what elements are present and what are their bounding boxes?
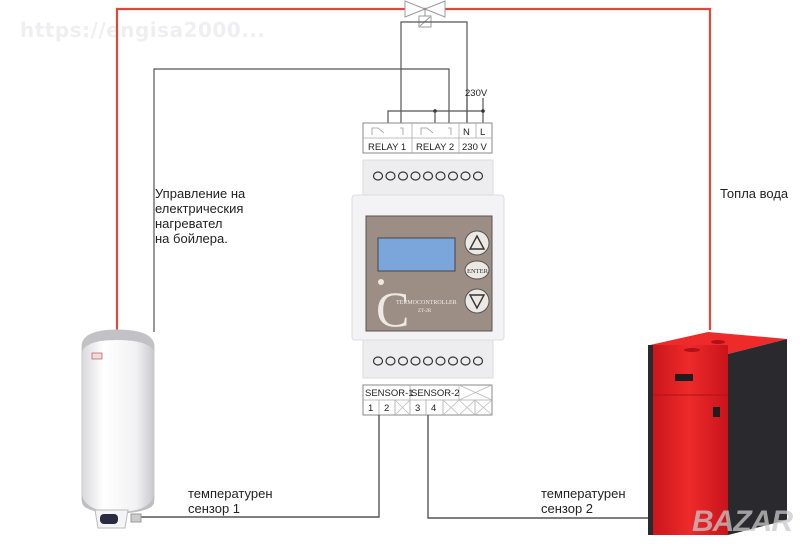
heater-control-line: нагревател — [155, 216, 223, 231]
pin-3-label: 3 — [415, 403, 420, 414]
pin-n-label: N — [463, 127, 470, 138]
terminal-screw-icon — [397, 171, 409, 181]
relay1-label: RELAY 1 — [368, 142, 406, 153]
url-watermark: https://engisa2000... — [20, 18, 266, 42]
sensor2-line: сензор 2 — [541, 501, 594, 516]
motorized-valve-icon — [404, 0, 446, 28]
terminal-screw-icon — [435, 171, 446, 181]
supply-voltage-label: 230V — [465, 88, 488, 99]
sensor2-terminal-label: SENSOR-2 — [411, 388, 460, 399]
terminal-screw-icon — [447, 356, 459, 366]
pellet-boiler — [648, 332, 787, 535]
terminal-screw-icon — [460, 356, 471, 366]
terminal-screw-icon — [372, 171, 384, 181]
up-button[interactable] — [464, 230, 490, 256]
sensor2-line: температурен — [541, 486, 626, 501]
bottom-screw-row — [372, 356, 484, 366]
down-button[interactable] — [464, 288, 490, 314]
logo-letter: C — [376, 281, 409, 337]
heater-control-line: електрическия — [155, 201, 244, 216]
common-bridge — [387, 110, 483, 125]
terminal-screw-icon — [460, 171, 471, 181]
terminal-screw-icon — [447, 171, 459, 181]
sensor1-terminal-label: SENSOR-1 — [365, 388, 414, 399]
enter-label: ENTER — [467, 268, 489, 275]
heater-control-wire — [153, 68, 450, 332]
terminal-screw-icon — [410, 356, 421, 366]
terminal-screw-icon — [435, 356, 446, 366]
terminal-screw-icon — [397, 356, 409, 366]
brand-label: TERMOCONTROLLER — [396, 300, 457, 306]
site-badge-watermark: BAZAR — [692, 505, 793, 538]
hot-water-label: Топла вода — [720, 186, 789, 201]
sensor1-wire — [140, 415, 380, 518]
sensor2-wire — [427, 415, 648, 519]
terminal-screw-icon — [472, 356, 484, 366]
sensor1-line: температурен — [188, 486, 273, 501]
sensor2-label: температурен сензор 2 — [541, 486, 626, 516]
bottom-terminal-block — [362, 384, 493, 416]
up-arrow-icon — [468, 234, 486, 250]
terminal-screw-icon — [422, 356, 434, 366]
terminal-screw-icon — [410, 171, 421, 181]
top-screw-row — [372, 171, 484, 181]
terminal-screw-icon — [422, 171, 434, 181]
pin-1-label: 1 — [368, 403, 373, 414]
heater-control-line: Управление на — [155, 186, 246, 201]
sensor1-line: сензор 1 — [188, 501, 241, 516]
lcd-display — [377, 237, 456, 272]
relay2-label: RELAY 2 — [416, 142, 454, 153]
heater-control-line: на бойлера. — [155, 231, 228, 246]
enter-button[interactable]: ENTER — [464, 260, 490, 280]
electric-water-heater — [81, 329, 155, 529]
terminal-screw-icon — [385, 171, 396, 181]
power-terminal-label: 230 V — [462, 142, 487, 153]
down-arrow-icon — [468, 294, 486, 310]
pin-l-label: L — [480, 127, 485, 138]
model-label: ZT-2R — [418, 309, 432, 314]
sensor1-label: температурен сензор 1 — [188, 486, 273, 516]
top-terminal-block — [362, 122, 493, 154]
terminal-screw-icon — [472, 171, 484, 181]
pin-4-label: 4 — [431, 403, 436, 414]
heater-control-label: Управление на електрическия нагревател н… — [155, 186, 245, 246]
terminal-screw-icon — [372, 356, 384, 366]
pin-2-label: 2 — [384, 403, 389, 414]
terminal-screw-icon — [385, 356, 396, 366]
valve-wire — [400, 21, 468, 125]
